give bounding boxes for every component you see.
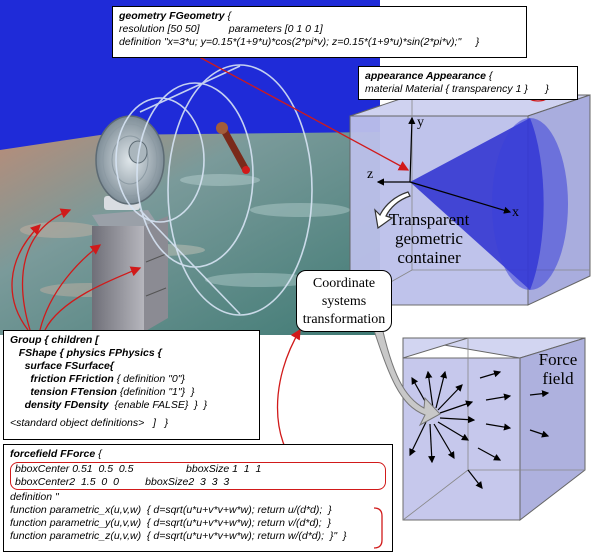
pinwheel [216, 122, 250, 174]
forcefield-fz: function parametric_z(u,v,w) { d=sqrt(u*… [10, 530, 347, 542]
appearance-box: appearance Appearance { material Materia… [358, 66, 578, 100]
group-line-6: density FDensity [10, 399, 115, 411]
group-box: Group { children [ FShape { physics FPhy… [3, 330, 260, 440]
container-pointer-arrow [374, 191, 411, 230]
transparent-container-label: Transparent geometric container [370, 210, 488, 267]
forcefield-fx: function parametric_x(u,v,w) { d=sqrt(u*… [10, 504, 332, 516]
cone-axes [376, 116, 512, 214]
cone [410, 118, 568, 290]
forcefield-fy: function parametric_y(u,v,w) { d=sqrt(u*… [10, 517, 332, 529]
axis-z-label: z [367, 167, 373, 182]
group-line-8-rest: <standard object definitions> ] } [10, 417, 169, 429]
axis-y-label: y [417, 115, 424, 130]
function-bracket [373, 507, 383, 549]
transparent-label-3: container [397, 248, 461, 267]
geometry-header: geometry FGeometry [119, 10, 225, 22]
appearance-transparency: transparency 1 [451, 83, 522, 95]
force-label-1: Force [538, 350, 578, 369]
bbox-line-1: bboxCenter 0.51 0.5 0.5 bboxSize 1 1 1 [15, 463, 262, 475]
appearance-header: appearance Appearance [365, 70, 487, 82]
forcefield-definition: definition " [10, 491, 59, 503]
group-line-4: friction FFriction [10, 373, 117, 385]
geometry-brace: { [224, 10, 232, 22]
forcefield-header: forcefield FForce [10, 448, 96, 460]
transparent-label-2: geometric [395, 229, 463, 248]
force-field-label: Force field [530, 350, 586, 388]
forcefield-box: forcefield FForce { bboxCenter 0.51 0.5 … [3, 444, 393, 552]
geometry-line1: resolution [50 50] parameters [0 1 0 1] [119, 23, 323, 35]
forcefield-brace: { [95, 448, 102, 460]
appearance-material: material Material { [365, 83, 452, 95]
coordinate-label-1: Coordinate [312, 276, 376, 291]
appearance-suffix: } } [521, 83, 549, 95]
force-label-2: field [542, 369, 574, 388]
force-field-arrows [409, 370, 550, 489]
cabinet [92, 210, 168, 332]
bbox-highlight: bboxCenter 0.51 0.5 0.5 bboxSize 1 1 1 b… [10, 462, 386, 490]
geometry-line2: definition "x=3*u; y=0.15*(1+9*u)*cos(2*… [119, 36, 480, 48]
group-line-2: FShape { physics FPhysics { [10, 347, 162, 359]
group-line-5-rest: {definition "1"} } [119, 386, 195, 398]
group-line-4-rest: { definition "0"} [116, 373, 185, 385]
group-line-6-rest: {enable FALSE} } } [114, 399, 208, 411]
scene-cone-rings [115, 64, 313, 316]
group-line-1: Group { children [ [10, 334, 99, 346]
group-line-5: tension FTension [10, 386, 120, 398]
coordinate-label-3: transformation [302, 312, 386, 327]
group-line-3: surface FSurface{ [10, 360, 114, 372]
appearance-brace: { [486, 70, 493, 82]
coordinate-transform-label: Coordinate systems transformation [296, 270, 392, 332]
transparent-label-1: Transparent [388, 210, 470, 229]
axis-x-label: x [512, 205, 519, 220]
bbox-line-2: bboxCenter2 1.5 0 0 bboxSize2 3 3 3 [15, 476, 230, 488]
geometry-box: geometry FGeometry { resolution [50 50] … [112, 6, 527, 58]
coordinate-label-2: systems [321, 294, 367, 309]
